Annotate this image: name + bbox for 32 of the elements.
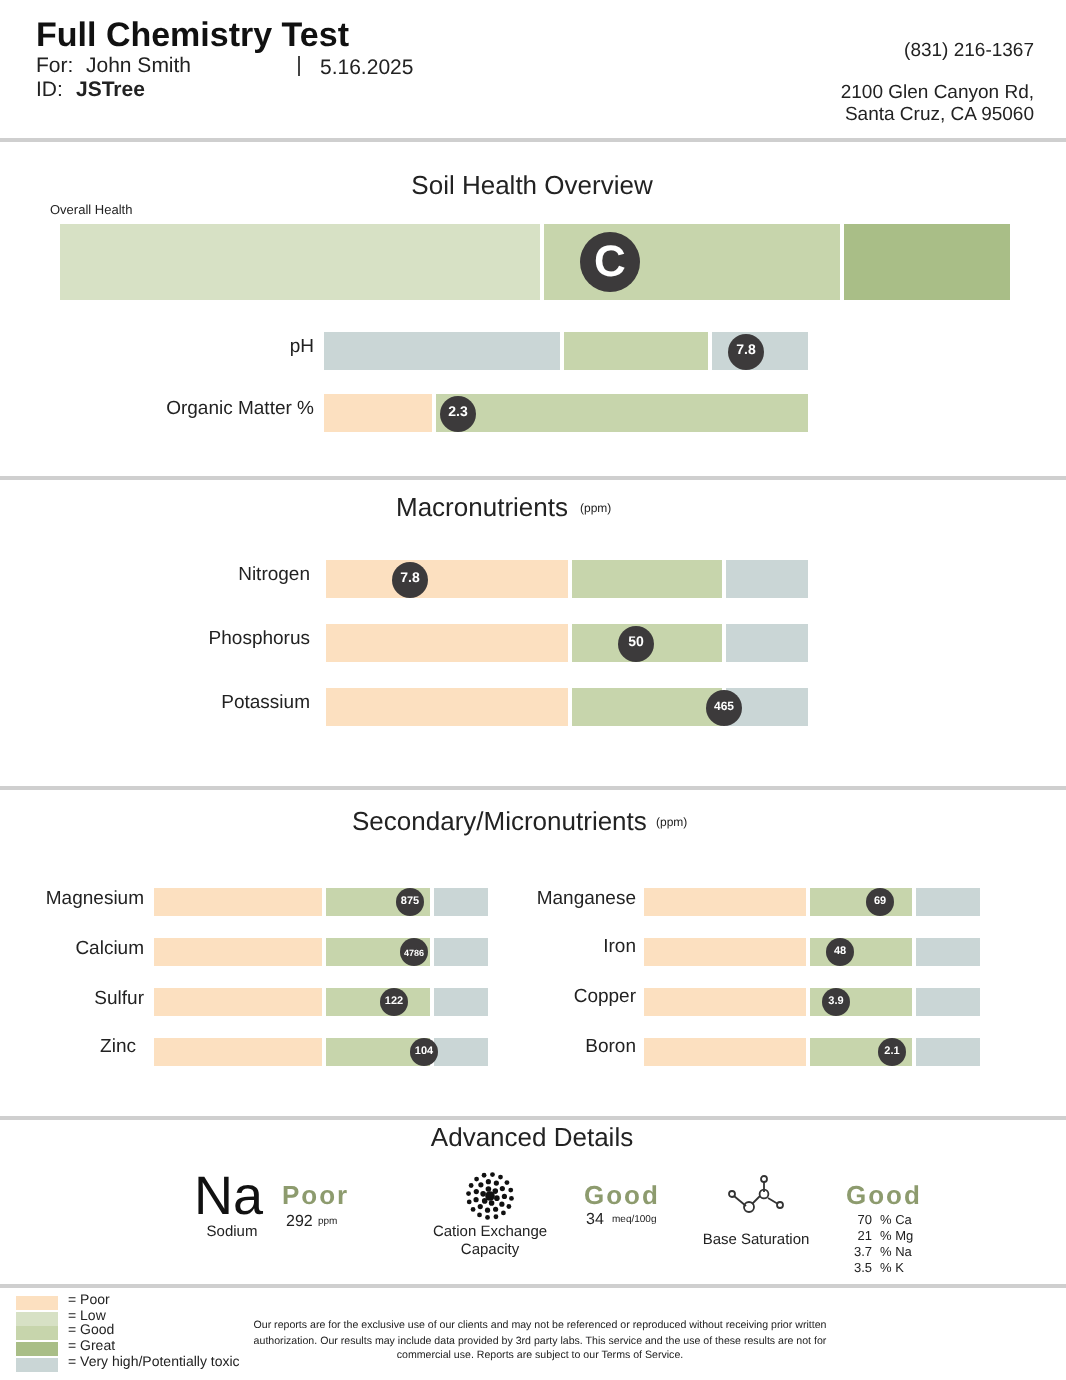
text-label: Organic Matter %: [166, 400, 314, 422]
text-label: Magnesium: [45, 890, 144, 912]
text-label: Boron: [585, 1038, 636, 1060]
text-label: Calcium: [75, 940, 144, 962]
text-label: For:: [36, 54, 74, 79]
text-label: JSTree: [76, 78, 145, 103]
text-label: (831) 216-1367: [904, 42, 1034, 64]
text-label: Zinc: [100, 1038, 136, 1060]
text-label: Potassium: [221, 694, 310, 716]
text-label: Iron: [603, 938, 636, 960]
text-label: Good: [584, 1182, 660, 1212]
report-title: Full Chemistry Test: [36, 16, 349, 56]
text-label: ID:: [36, 78, 63, 103]
text-label: 2100 Glen Canyon Rd,: [840, 84, 1034, 106]
text-label: 5.16.2025: [320, 56, 414, 81]
text-label: Soil Health Overview: [411, 172, 653, 202]
text-label: Advanced Details: [430, 1124, 634, 1154]
text-label: Macronutrients: [396, 494, 568, 524]
text-label: Phosphorus: [208, 630, 310, 652]
text-label: Copper: [573, 988, 636, 1010]
text-label: Nitrogen: [238, 566, 310, 588]
text-label: pH: [289, 338, 314, 360]
text-label: Good: [846, 1182, 922, 1212]
text-label: Poor: [282, 1182, 350, 1212]
text-label: Secondary/Micronutrients: [352, 808, 647, 838]
text-label: Manganese: [536, 890, 636, 912]
text-label: 292: [286, 1212, 313, 1231]
text-label: Sulfur: [94, 990, 144, 1012]
text-label: Na: [194, 1166, 264, 1226]
text-label: Santa Cruz, CA 95060: [844, 106, 1034, 128]
text-label: John Smith: [86, 54, 192, 79]
text-label: 34: [586, 1210, 604, 1229]
